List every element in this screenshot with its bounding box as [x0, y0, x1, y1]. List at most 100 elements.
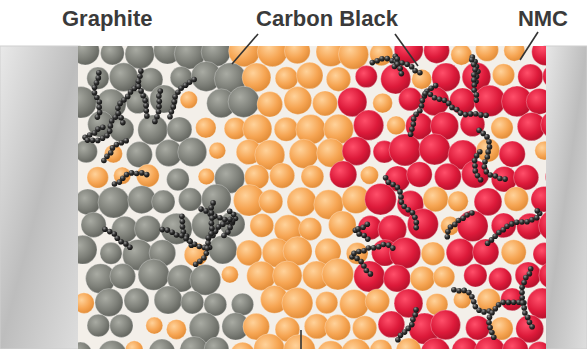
- carbon-black-dot: [491, 335, 497, 341]
- carbon-black-dot: [354, 256, 360, 262]
- carbon-black-dot: [107, 128, 113, 134]
- carbon-black-dot: [208, 205, 214, 211]
- carbon-black-dot: [384, 56, 390, 62]
- particle: [526, 88, 546, 114]
- carbon-black-dot: [96, 75, 102, 81]
- particle: [87, 167, 108, 188]
- particle: [146, 317, 163, 334]
- carbon-black-dot: [95, 138, 101, 144]
- particle: [208, 235, 237, 264]
- particle: [231, 342, 255, 349]
- carbon-black-dot: [191, 77, 197, 83]
- carbon-black-dot: [411, 121, 417, 127]
- carbon-black-dot: [167, 114, 173, 120]
- particle: [88, 111, 114, 137]
- carbon-black-dot: [365, 221, 371, 227]
- carbon-black-dot: [209, 226, 215, 232]
- carbon-black-dot: [474, 153, 480, 159]
- carbon-black-dot: [123, 241, 129, 247]
- particle: [541, 111, 546, 139]
- carbon-black-dot: [451, 287, 457, 293]
- particle: [370, 46, 393, 66]
- particle: [136, 164, 159, 187]
- carbon-black-dot: [409, 322, 415, 328]
- carbon-black-dot: [205, 240, 211, 246]
- carbon-black-dot: [397, 189, 403, 195]
- carbon-black-dot: [411, 116, 417, 122]
- carbon-black-dot: [523, 275, 529, 281]
- carbon-black-dot: [120, 120, 126, 126]
- particle: [499, 141, 525, 167]
- carbon-black-dot: [171, 104, 177, 110]
- particle: [98, 340, 126, 349]
- carbon-black-dot: [449, 105, 455, 111]
- carbon-black-dot: [521, 305, 527, 311]
- carbon-black-dot: [142, 98, 148, 104]
- particle: [78, 46, 99, 65]
- carbon-black-dot: [92, 85, 98, 91]
- carbon-black-dot: [227, 208, 233, 214]
- particle: [435, 163, 462, 190]
- carbon-black-dot: [143, 103, 149, 109]
- carbon-black-dot: [478, 112, 484, 118]
- particle: [466, 316, 490, 340]
- carbon-black-dot: [180, 219, 186, 225]
- carbon-black-dot: [100, 125, 106, 131]
- carbon-black-dot: [502, 176, 508, 182]
- material-label: NMC: [518, 8, 568, 30]
- particle: [539, 262, 546, 289]
- carbon-black-dot: [519, 285, 525, 291]
- particle: [282, 288, 313, 319]
- carbon-black-dot: [180, 224, 186, 230]
- particle: [274, 117, 298, 141]
- carbon-black-dot: [422, 91, 428, 97]
- particle: [330, 161, 357, 188]
- carbon-black-dot: [474, 92, 480, 98]
- leader-line: [395, 34, 418, 66]
- particle: [78, 293, 94, 314]
- carbon-black-dot: [156, 93, 162, 99]
- particle: [420, 87, 449, 116]
- particle: [527, 288, 546, 319]
- particle: [410, 266, 435, 291]
- carbon-black-dot: [179, 214, 185, 220]
- particle: [518, 64, 543, 89]
- particle: [387, 116, 406, 135]
- particle: [432, 63, 460, 91]
- particle: [275, 67, 298, 90]
- carbon-black-dot: [102, 227, 108, 233]
- carbon-black-dot: [471, 72, 477, 78]
- carbon-black-dot: [94, 80, 100, 86]
- carbon-black-dot: [85, 137, 91, 143]
- carbon-black-dot: [472, 163, 478, 169]
- carbon-black-dot: [209, 220, 215, 226]
- carbon-black-dot: [355, 226, 361, 232]
- carbon-black-dot: [227, 216, 233, 222]
- particle: [125, 341, 143, 349]
- carbon-black-dot: [110, 145, 116, 151]
- carbon-black-dot: [412, 215, 418, 221]
- carbon-black-dot: [520, 300, 526, 306]
- carbon-black-dot: [487, 325, 493, 331]
- particle: [545, 164, 546, 190]
- carbon-black-dot: [472, 67, 478, 73]
- carbon-black-dot: [514, 219, 520, 225]
- cell-ground: [78, 46, 546, 349]
- carbon-black-dot: [397, 66, 403, 72]
- particle: [231, 293, 253, 315]
- carbon-black-dot: [138, 68, 144, 74]
- particle: [325, 315, 351, 341]
- particle: [514, 165, 539, 190]
- carbon-black-dot: [469, 294, 475, 300]
- particle: [421, 242, 445, 266]
- carbon-black-dot: [506, 300, 512, 306]
- particle: [490, 317, 513, 340]
- carbon-black-dot: [203, 208, 209, 214]
- carbon-black-dot: [356, 249, 362, 255]
- particle: [352, 316, 376, 340]
- carbon-black-dot: [524, 219, 530, 225]
- carbon-black-dot: [487, 144, 493, 150]
- carbon-black-dot: [198, 206, 204, 212]
- carbon-black-dot: [471, 299, 477, 305]
- carbon-black-dot: [209, 215, 215, 221]
